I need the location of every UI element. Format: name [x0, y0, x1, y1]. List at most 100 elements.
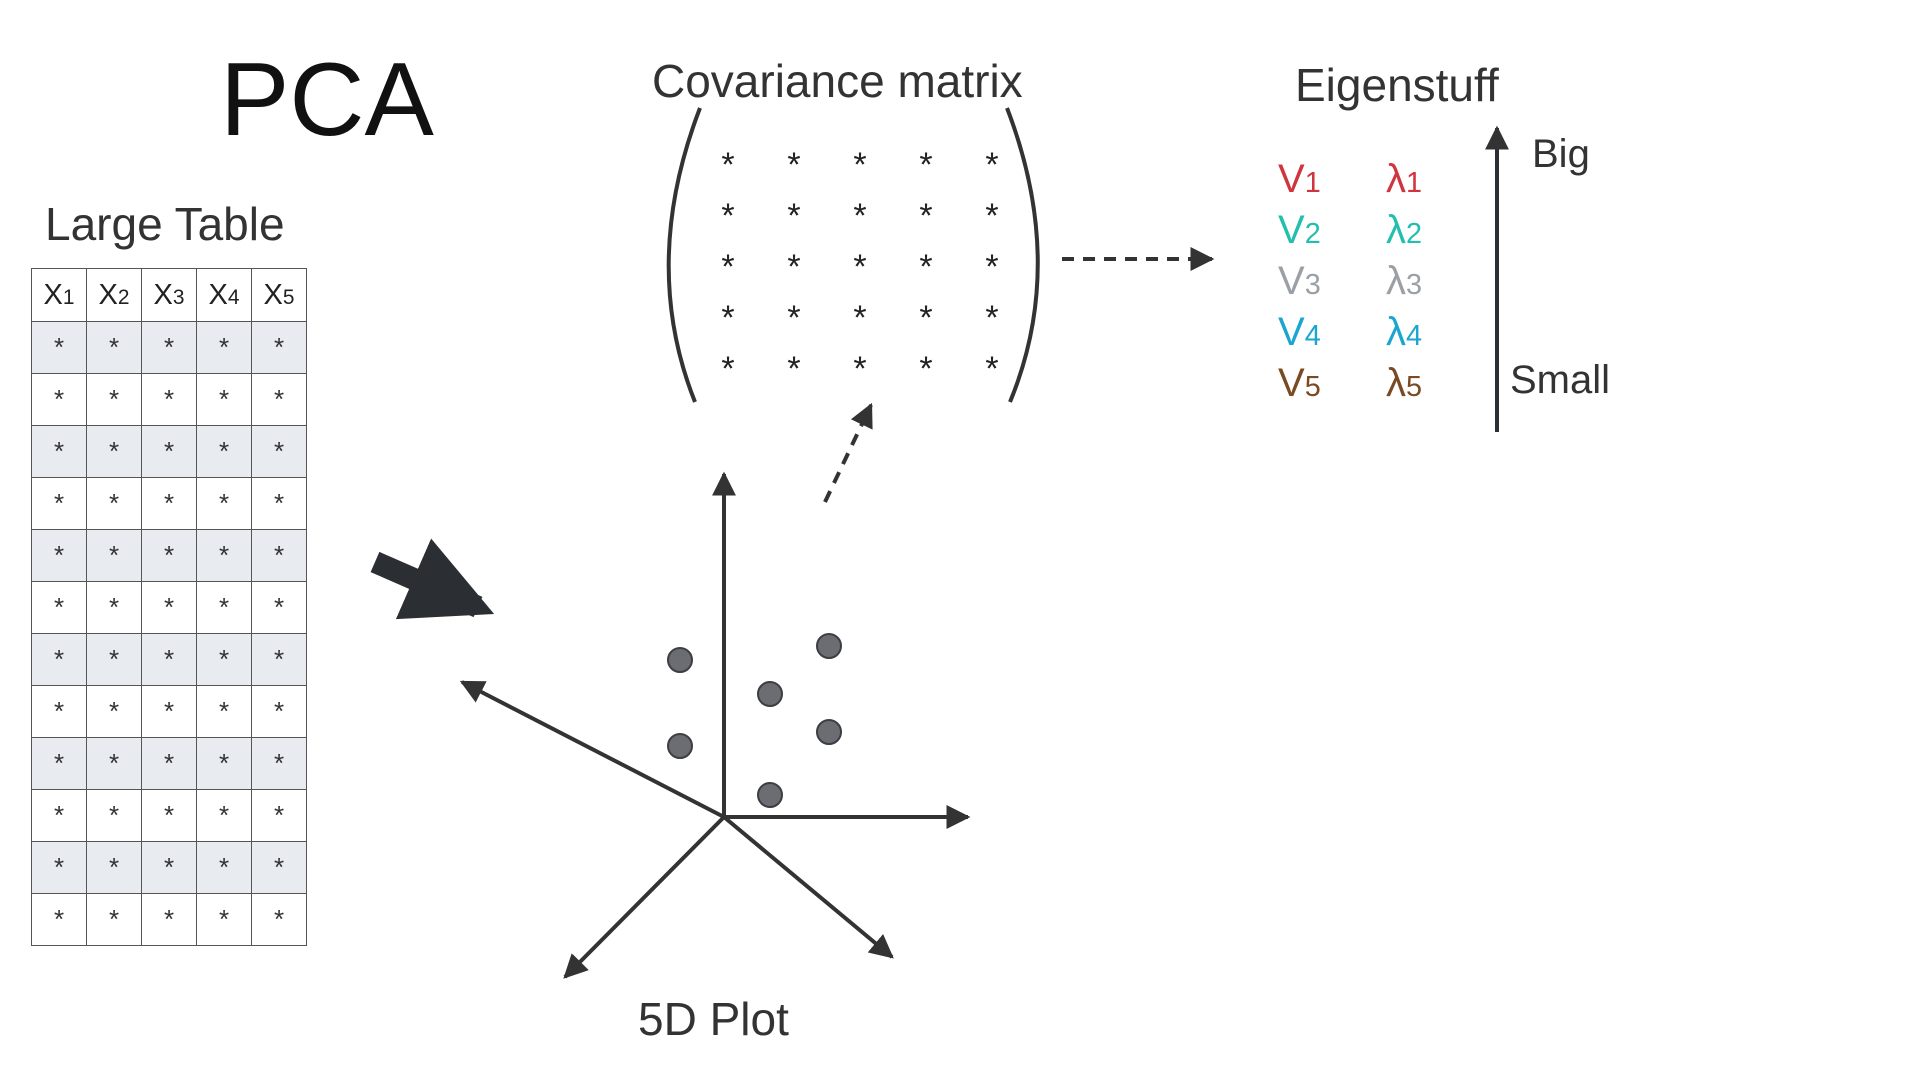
covariance-cell: *: [721, 146, 735, 184]
table-cell: *: [141, 529, 197, 582]
table-cell: *: [251, 841, 307, 894]
table-cell: *: [251, 529, 307, 582]
table-cell: *: [31, 789, 87, 842]
table-cell: *: [141, 373, 197, 426]
covariance-cell: *: [721, 299, 735, 337]
table-cell: *: [141, 685, 197, 738]
table-row: *****: [31, 893, 307, 946]
table-cell: *: [196, 737, 252, 790]
table-cell: *: [196, 633, 252, 686]
covariance-cell: *: [985, 146, 999, 184]
plot-point: [816, 633, 842, 659]
plot-point: [757, 681, 783, 707]
table-cell: *: [141, 841, 197, 894]
covariance-cell: *: [787, 350, 801, 388]
plot-point: [816, 719, 842, 745]
table-cell: *: [86, 373, 142, 426]
covariance-cell: *: [787, 248, 801, 286]
table-cell: *: [31, 685, 87, 738]
eigen-row: V5 λ5: [1278, 358, 1466, 409]
eigenstuff-title: Eigenstuff: [1295, 59, 1499, 111]
table-cell: *: [251, 477, 307, 530]
table-cell: *: [141, 893, 197, 946]
table-cell: *: [196, 425, 252, 478]
covariance-cell: *: [919, 248, 933, 286]
axis-upper-left: [459, 680, 725, 819]
covariance-cell: *: [853, 146, 867, 184]
table-row: *****: [31, 685, 307, 738]
eigenvector-label: V1: [1278, 157, 1321, 201]
table-cell: *: [141, 321, 197, 374]
covariance-cell: *: [787, 146, 801, 184]
covariance-cell: *: [919, 146, 933, 184]
table-cell: *: [196, 841, 252, 894]
covariance-cell: *: [853, 197, 867, 235]
axis-lower-right: [722, 815, 894, 959]
eigenvector-label: V5: [1278, 361, 1321, 405]
table-row: *****: [31, 841, 307, 894]
plot-point: [667, 647, 693, 673]
covariance-matrix-title: Covariance matrix: [652, 55, 1023, 107]
covariance-cell: *: [985, 197, 999, 235]
eigenvector-label: V4: [1278, 310, 1321, 354]
dashed-arrow-to-covariance: [823, 402, 873, 503]
table-cell: *: [141, 633, 197, 686]
covariance-cell: *: [985, 299, 999, 337]
covariance-cell: *: [853, 350, 867, 388]
table-cell: *: [141, 425, 197, 478]
table-header-x3: X3: [141, 268, 197, 322]
covariance-cell: *: [787, 197, 801, 235]
thick-arrow-to-plot: [370, 538, 495, 620]
table-cell: *: [86, 529, 142, 582]
table-header-x1: X1: [31, 268, 87, 322]
covariance-cell: *: [985, 248, 999, 286]
table-cell: *: [86, 425, 142, 478]
table-cell: *: [31, 633, 87, 686]
table-row: *****: [31, 373, 307, 426]
large-table-title: Large Table: [45, 198, 285, 250]
matrix-right-bracket: [1005, 107, 1040, 403]
table-cell: *: [251, 633, 307, 686]
table-cell: *: [196, 373, 252, 426]
covariance-cell: *: [853, 248, 867, 286]
covariance-cell: *: [919, 197, 933, 235]
table-row: *****: [31, 529, 307, 582]
table-cell: *: [141, 737, 197, 790]
covariance-cell: *: [919, 299, 933, 337]
table-cell: *: [251, 581, 307, 634]
table-cell: *: [251, 685, 307, 738]
table-cell: *: [31, 737, 87, 790]
table-body: ****************************************…: [31, 321, 307, 946]
eigenvalue-label: λ5: [1386, 361, 1423, 405]
big-label: Big: [1532, 132, 1590, 176]
table-header-x4: X4: [196, 268, 252, 322]
eigenvalue-label: λ2: [1386, 208, 1423, 252]
eigen-row: V1 λ1: [1278, 154, 1466, 205]
table-cell: *: [251, 893, 307, 946]
small-label: Small: [1510, 358, 1611, 402]
covariance-matrix-grid: *************************: [695, 140, 1025, 395]
table-row: *****: [31, 633, 307, 686]
table-cell: *: [31, 893, 87, 946]
table-cell: *: [196, 581, 252, 634]
covariance-cell: *: [919, 350, 933, 388]
eigenvalue-label: λ1: [1386, 157, 1423, 201]
table-cell: *: [31, 581, 87, 634]
table-row: *****: [31, 321, 307, 374]
table-row: *****: [31, 737, 307, 790]
eigenvalue-label: λ4: [1386, 310, 1423, 354]
covariance-cell: *: [721, 350, 735, 388]
covariance-cell: *: [787, 299, 801, 337]
eigenvector-label: V2: [1278, 208, 1321, 252]
axis-lower-left: [563, 815, 726, 979]
table-cell: *: [31, 529, 87, 582]
plot-point: [667, 733, 693, 759]
plot-axes: [459, 471, 971, 979]
page-title: PCA: [220, 42, 434, 158]
covariance-cell: *: [721, 248, 735, 286]
table-cell: *: [86, 737, 142, 790]
plot-points: [667, 633, 842, 808]
